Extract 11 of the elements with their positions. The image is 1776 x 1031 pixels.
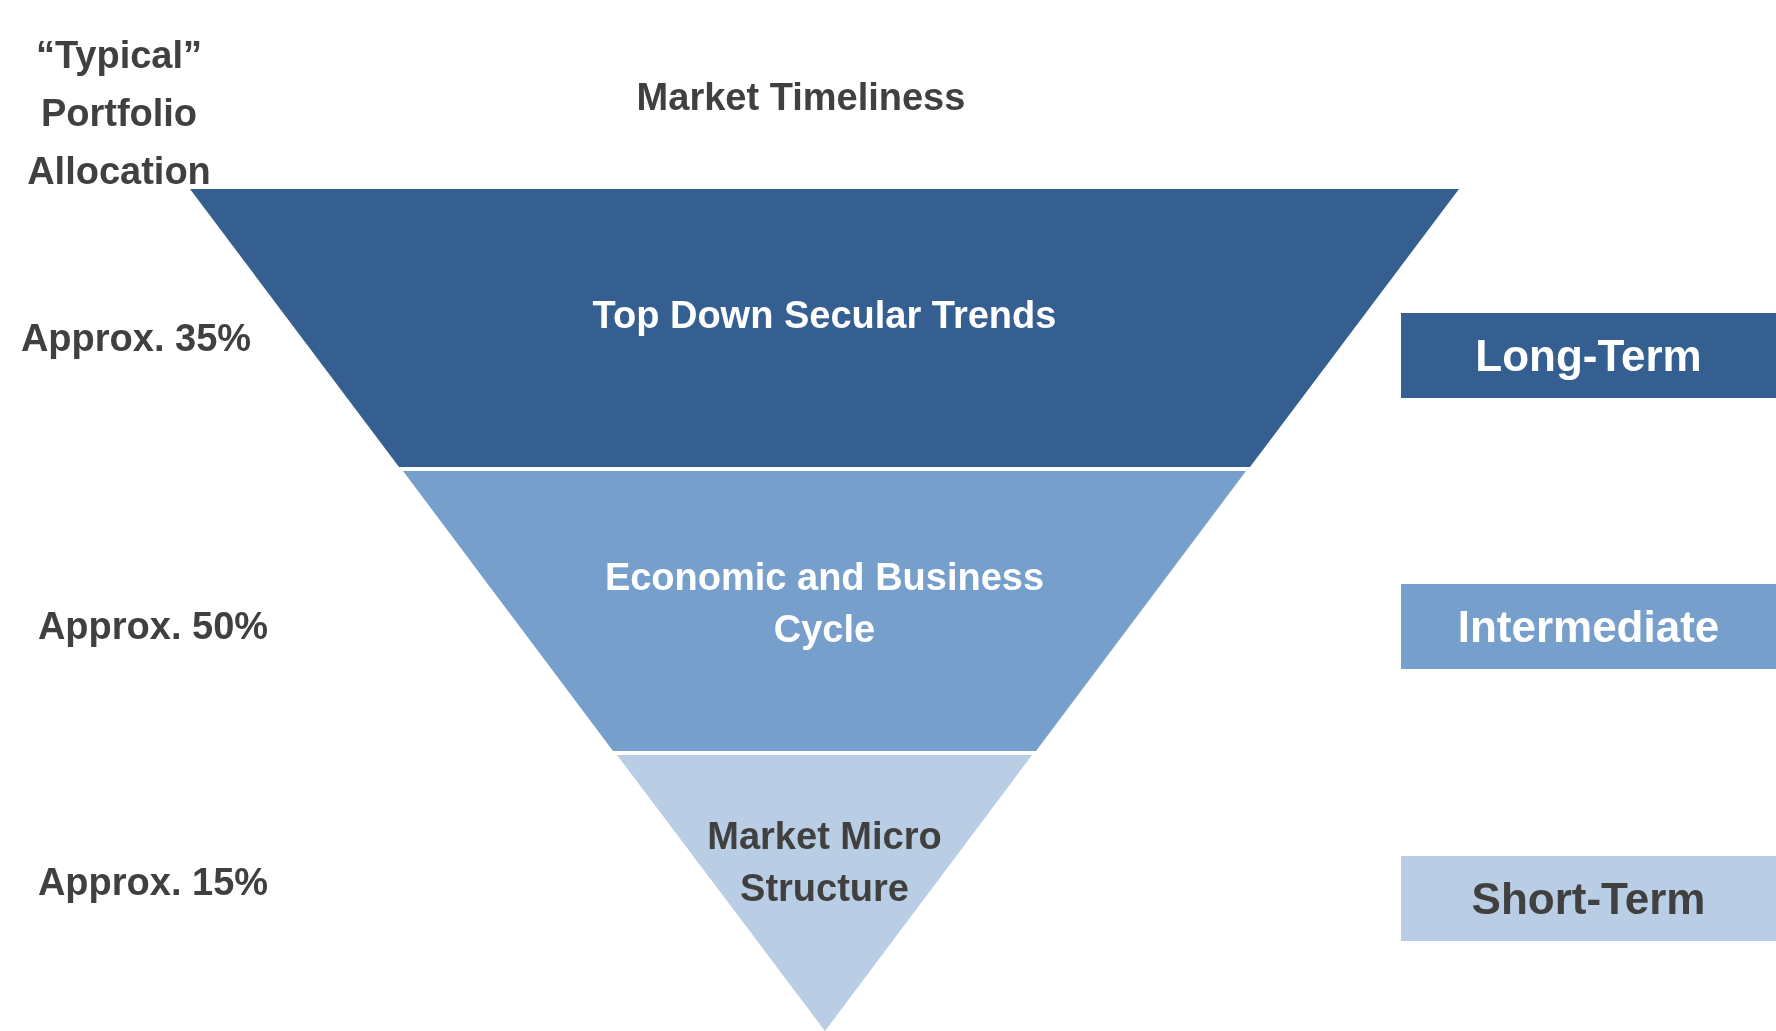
horizon-tag: Intermediate — [1401, 584, 1776, 669]
horizon-tag: Long-Term — [1401, 313, 1776, 398]
horizon-tag: Short-Term — [1401, 856, 1776, 941]
band-label: Top Down Secular Trends — [591, 293, 1058, 338]
band-label: Economic and Business Cycle — [603, 555, 1046, 652]
allocation-label: Approx. 35% — [19, 316, 253, 361]
band-label: Market Micro Structure — [706, 814, 943, 911]
funnel-heading: Market Timeliness — [635, 75, 967, 120]
column-heading: “Typical” Portfolio Allocation — [26, 33, 212, 194]
allocation-label: Approx. 50% — [36, 604, 270, 649]
allocation-label: Approx. 15% — [36, 860, 270, 905]
